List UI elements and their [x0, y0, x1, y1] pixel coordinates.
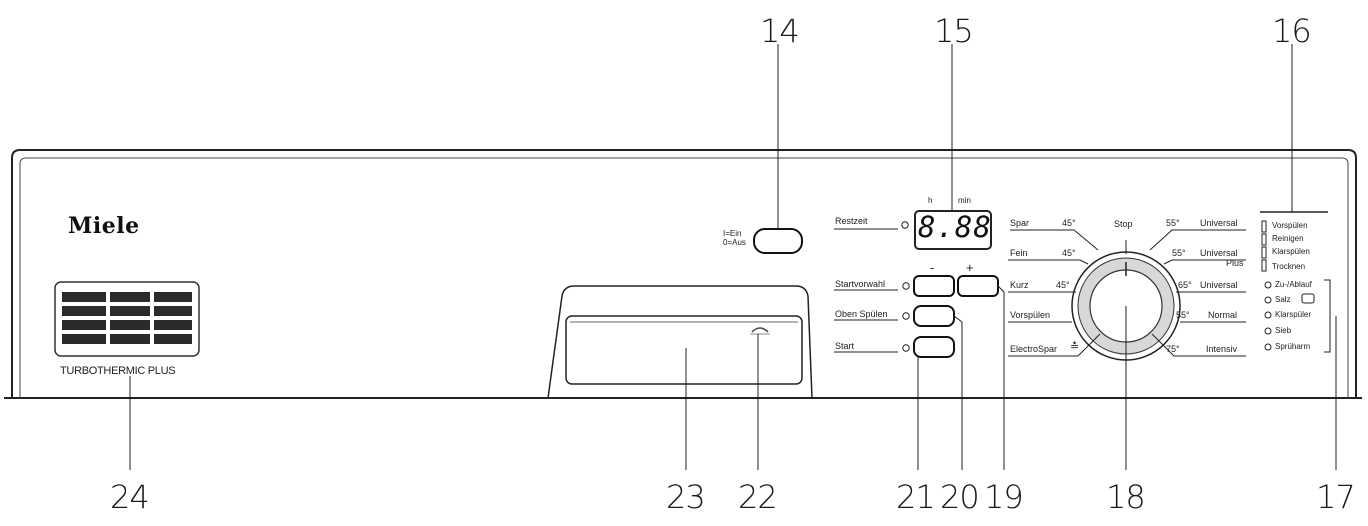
start-button-shape	[913, 336, 955, 358]
callout-18: 18	[1106, 478, 1146, 516]
time-display	[914, 210, 992, 250]
power-button[interactable]	[754, 229, 802, 253]
handle-outline	[547, 285, 813, 399]
program-universal-55: Universal	[1200, 218, 1238, 228]
top-rinse-label: Oben Spülen	[835, 309, 888, 319]
callout-16: 16	[1272, 12, 1312, 50]
program-universal-65-temp: 65°	[1178, 280, 1192, 290]
callout-21: 21	[896, 478, 936, 516]
program-universal-65: Universal	[1200, 280, 1238, 290]
program-fein-temp: 45°	[1062, 248, 1076, 258]
door-latch-mark	[751, 327, 769, 333]
minus-button[interactable]	[914, 276, 954, 296]
program-intensiv: Intensiv	[1206, 344, 1238, 354]
callout-19: 19	[984, 478, 1024, 516]
indicator-spray-arm: Sprüharm	[1275, 342, 1311, 351]
program-vorspuelen: Vorspülen	[1010, 310, 1051, 320]
indicator-salt: Salz	[1275, 295, 1291, 304]
brand-logo: Miele	[68, 213, 140, 239]
grille-slots	[62, 292, 192, 344]
program-universal-plus: Universal	[1200, 248, 1238, 258]
start-label: Start	[835, 341, 855, 351]
indicator-rinse-aid: Klarspüler	[1275, 310, 1312, 319]
display-unit-minutes: min	[958, 196, 971, 205]
power-off-label: 0=Aus	[723, 238, 746, 247]
program-intensiv-temp: 75°	[1166, 344, 1180, 354]
top-rinse-button[interactable]	[914, 306, 954, 326]
panel-outline	[11, 149, 1357, 398]
program-fein: Fein	[1010, 248, 1028, 258]
start-delay-label: Startvorwahl	[835, 279, 886, 289]
progress-prerinse: Vorspülen	[1272, 221, 1308, 230]
callout-17: 17	[1316, 478, 1356, 516]
minus-button-shape	[913, 275, 955, 297]
power-on-label: I=Ein	[723, 229, 742, 238]
program-electrospar: ElectroSpar	[1010, 344, 1058, 354]
grille-label: TURBOTHERMIC PLUS	[60, 365, 176, 377]
indicator-inlet-drain: Zu-/Ablauf	[1275, 280, 1312, 289]
progress-clean: Reinigen	[1272, 234, 1304, 243]
display-unit-hours: h	[928, 196, 933, 205]
program-normal-temp: 55°	[1176, 310, 1190, 320]
panel-inner-outline	[19, 157, 1349, 398]
callout-23: 23	[666, 478, 706, 516]
plus-symbol: +	[966, 260, 974, 275]
program-universal-plus-sub: Plus	[1226, 258, 1244, 268]
program-normal: Normal	[1208, 310, 1238, 320]
minus-symbol: -	[930, 260, 935, 275]
callout-14: 14	[760, 12, 800, 50]
selector-stop-label: Stop	[1114, 219, 1133, 229]
callout-15: 15	[934, 12, 974, 50]
electrospar-icon: ≛	[1070, 341, 1080, 353]
program-spar-temp: 45°	[1062, 218, 1076, 228]
plus-button[interactable]	[958, 276, 998, 296]
program-universal-55-temp: 55°	[1166, 218, 1180, 228]
progress-dry: Trocknen	[1272, 262, 1306, 271]
grille-frame	[54, 281, 200, 357]
program-spar: Spar	[1010, 218, 1030, 228]
handle-recess	[565, 315, 803, 385]
indicator-filter: Sieb	[1275, 326, 1292, 335]
program-universal-plus-temp: 55°	[1172, 248, 1186, 258]
callout-22: 22	[738, 478, 778, 516]
progress-rinse: Klarspülen	[1272, 247, 1310, 256]
program-kurz: Kurz	[1010, 280, 1029, 290]
program-kurz-temp: 45°	[1056, 280, 1070, 290]
program-selector-dial[interactable]	[1078, 258, 1174, 354]
callout-20: 20	[940, 478, 980, 516]
remaining-time-label: Restzeit	[835, 216, 868, 226]
callout-24: 24	[110, 478, 150, 516]
time-display-value: 8.88	[918, 210, 992, 244]
start-button[interactable]	[914, 337, 954, 357]
